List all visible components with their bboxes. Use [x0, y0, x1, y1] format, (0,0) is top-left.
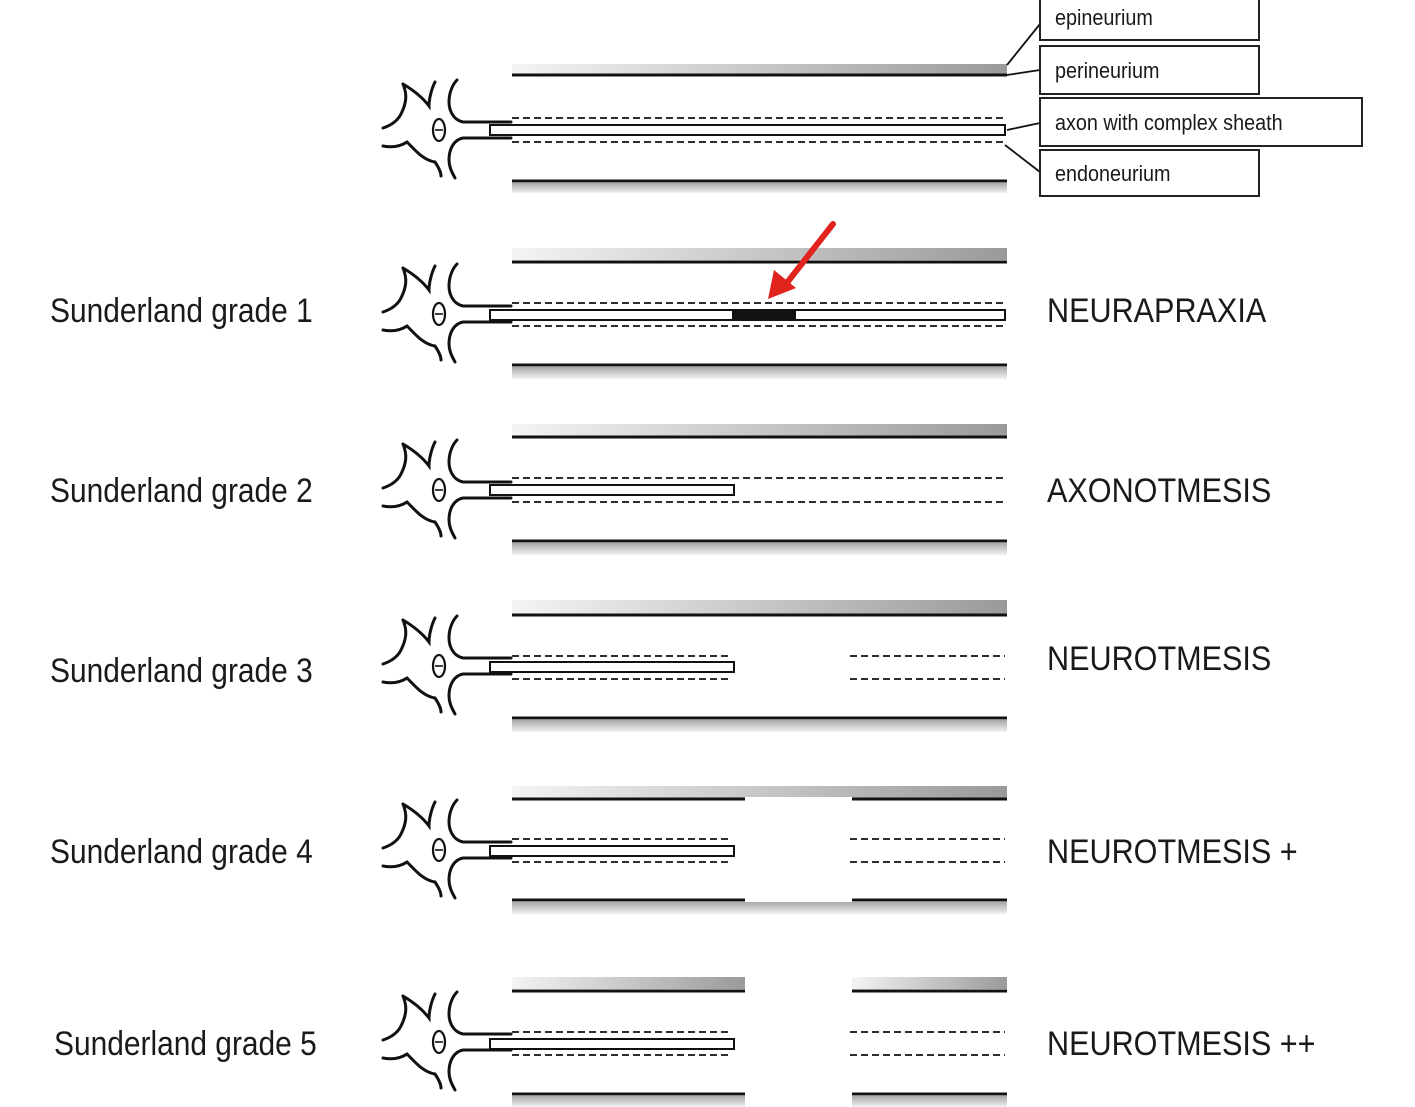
- reference-nerve: epineurium perineurium axon with complex…: [381, 0, 1363, 197]
- axon-leader: [1006, 122, 1041, 131]
- legend-epineurium: epineurium: [1039, 0, 1260, 41]
- grade-5-label: Sunderland grade 5: [54, 1024, 317, 1062]
- grade-5-row: Sunderland grade 5 NEUROTMESIS ++: [54, 977, 1316, 1107]
- grade-1-row: Sunderland grade 1 NEURAPRAXIA: [50, 221, 1267, 379]
- legend-epineurium-text: epineurium: [1055, 6, 1153, 30]
- endoneurium-leader: [1004, 144, 1041, 173]
- grade-4-type: NEUROTMESIS +: [1047, 833, 1298, 871]
- grade-3-type: NEUROTMESIS: [1047, 640, 1271, 678]
- axon: [489, 124, 1006, 136]
- epineurium-bottom: [512, 183, 1007, 193]
- grade-3-label: Sunderland grade 3: [50, 651, 313, 689]
- grade-3-row: Sunderland grade 3 NEUROTMESIS: [50, 600, 1271, 732]
- grade-2-label: Sunderland grade 2: [50, 471, 313, 509]
- grade-4-row: Sunderland grade 4 NEUROTMESIS +: [50, 786, 1298, 914]
- legend-axon-text: axon with complex sheath: [1055, 111, 1283, 135]
- legend-endoneurium-text: endoneurium: [1055, 162, 1170, 186]
- epineurium-leader: [1006, 23, 1041, 66]
- grade-2-row: Sunderland grade 2 AXONOTMESIS: [50, 424, 1271, 555]
- grade-1-label: Sunderland grade 1: [50, 291, 313, 329]
- conduction-block: [732, 311, 796, 320]
- legend-axon: axon with complex sheath: [1039, 97, 1363, 147]
- grade-4-label: Sunderland grade 4: [50, 832, 313, 870]
- grade-5-type: NEUROTMESIS ++: [1047, 1025, 1316, 1063]
- perineurium-leader: [1006, 69, 1041, 76]
- legend-perineurium-text: perineurium: [1055, 59, 1159, 83]
- grade-2-type: AXONOTMESIS: [1047, 472, 1271, 510]
- grade-1-type: NEURAPRAXIA: [1047, 292, 1267, 330]
- legend-perineurium: perineurium: [1039, 45, 1260, 95]
- epineurium-top: [512, 64, 1007, 74]
- red-arrow-icon: [768, 221, 836, 299]
- legend-endoneurium: endoneurium: [1039, 149, 1260, 197]
